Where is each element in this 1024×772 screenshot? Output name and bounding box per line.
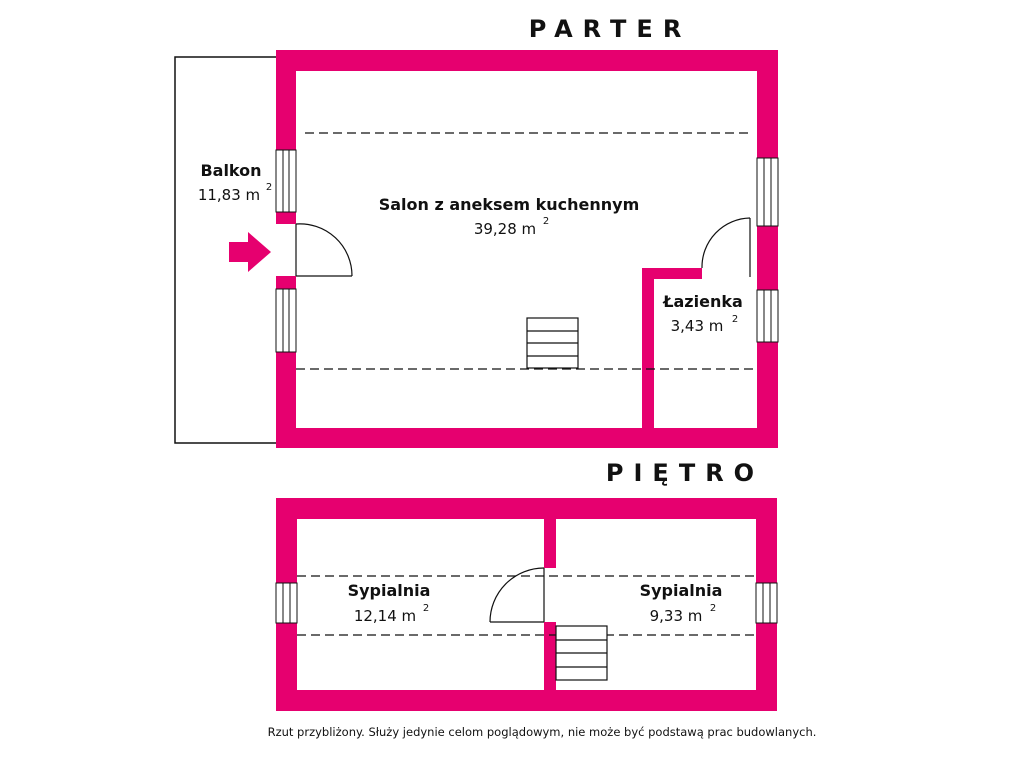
window-icon [275,149,297,213]
wall-right-1 [756,498,777,583]
wall-right-3 [757,342,778,448]
wall-bottom [276,690,777,711]
balcony-name: Balkon [200,161,261,180]
bathroom-wall-top [642,268,702,279]
bedroom-left-area-unit-exponent: 2 [423,603,429,614]
bedroom-partition-upper [544,498,556,568]
living-room-area-unit-exponent: 2 [543,216,549,227]
wall-left-3 [276,276,296,289]
bathroom-wall-vertical [642,268,654,430]
bedroom-right-area-unit-exponent: 2 [710,603,716,614]
bedroom-right-area: 9,33 m [650,607,703,625]
bedroom-right-name: Sypialnia [640,581,723,600]
disclaimer-text: Rzut przybliżony. Służy jedynie celom po… [268,725,817,739]
wall-left-1 [276,50,296,150]
upper-floor-walls [276,498,777,711]
bathroom-area-unit-exponent: 2 [732,314,738,325]
window-icon [756,157,779,227]
balcony-area: 11,83 m [198,186,260,204]
wall-right-2 [756,623,777,711]
wall-right-2 [757,226,778,290]
wall-bottom [276,428,778,448]
wall-left-1 [276,498,297,583]
balcony-outline [174,56,276,444]
door-swing-icon [295,223,353,277]
door-swing-icon [489,567,545,623]
bathroom-area: 3,43 m [671,317,724,335]
stairs-icon [526,317,579,369]
bathroom-name: Łazienka [662,292,743,311]
bedroom-partition-lower [544,622,556,711]
window-icon [756,289,779,343]
door-swing-icon [701,217,751,277]
roof-slope-lines [297,575,756,636]
ground-floor-walls [276,50,778,448]
wall-top [276,50,778,71]
window-icon [275,582,298,624]
living-room-name: Salon z aneksem kuchennym [379,195,640,214]
window-icon [755,582,778,624]
balcony-area-unit-exponent: 2 [266,182,272,193]
wall-top [276,498,777,519]
entrance-arrow-icon [229,232,271,272]
wall-right-1 [757,50,778,158]
stairs-icon [555,625,608,681]
ground-floor-title: PARTER [529,15,692,43]
wall-left-2 [276,212,296,224]
upper-floor-title: PIĘTRO [606,459,764,487]
living-room-area: 39,28 m [474,220,536,238]
window-icon [275,288,297,353]
bedroom-left-name: Sypialnia [348,581,431,600]
bedroom-left-area: 12,14 m [354,607,416,625]
roof-slope-lines [296,132,757,370]
wall-left-4 [276,352,296,448]
wall-left-2 [276,623,297,711]
